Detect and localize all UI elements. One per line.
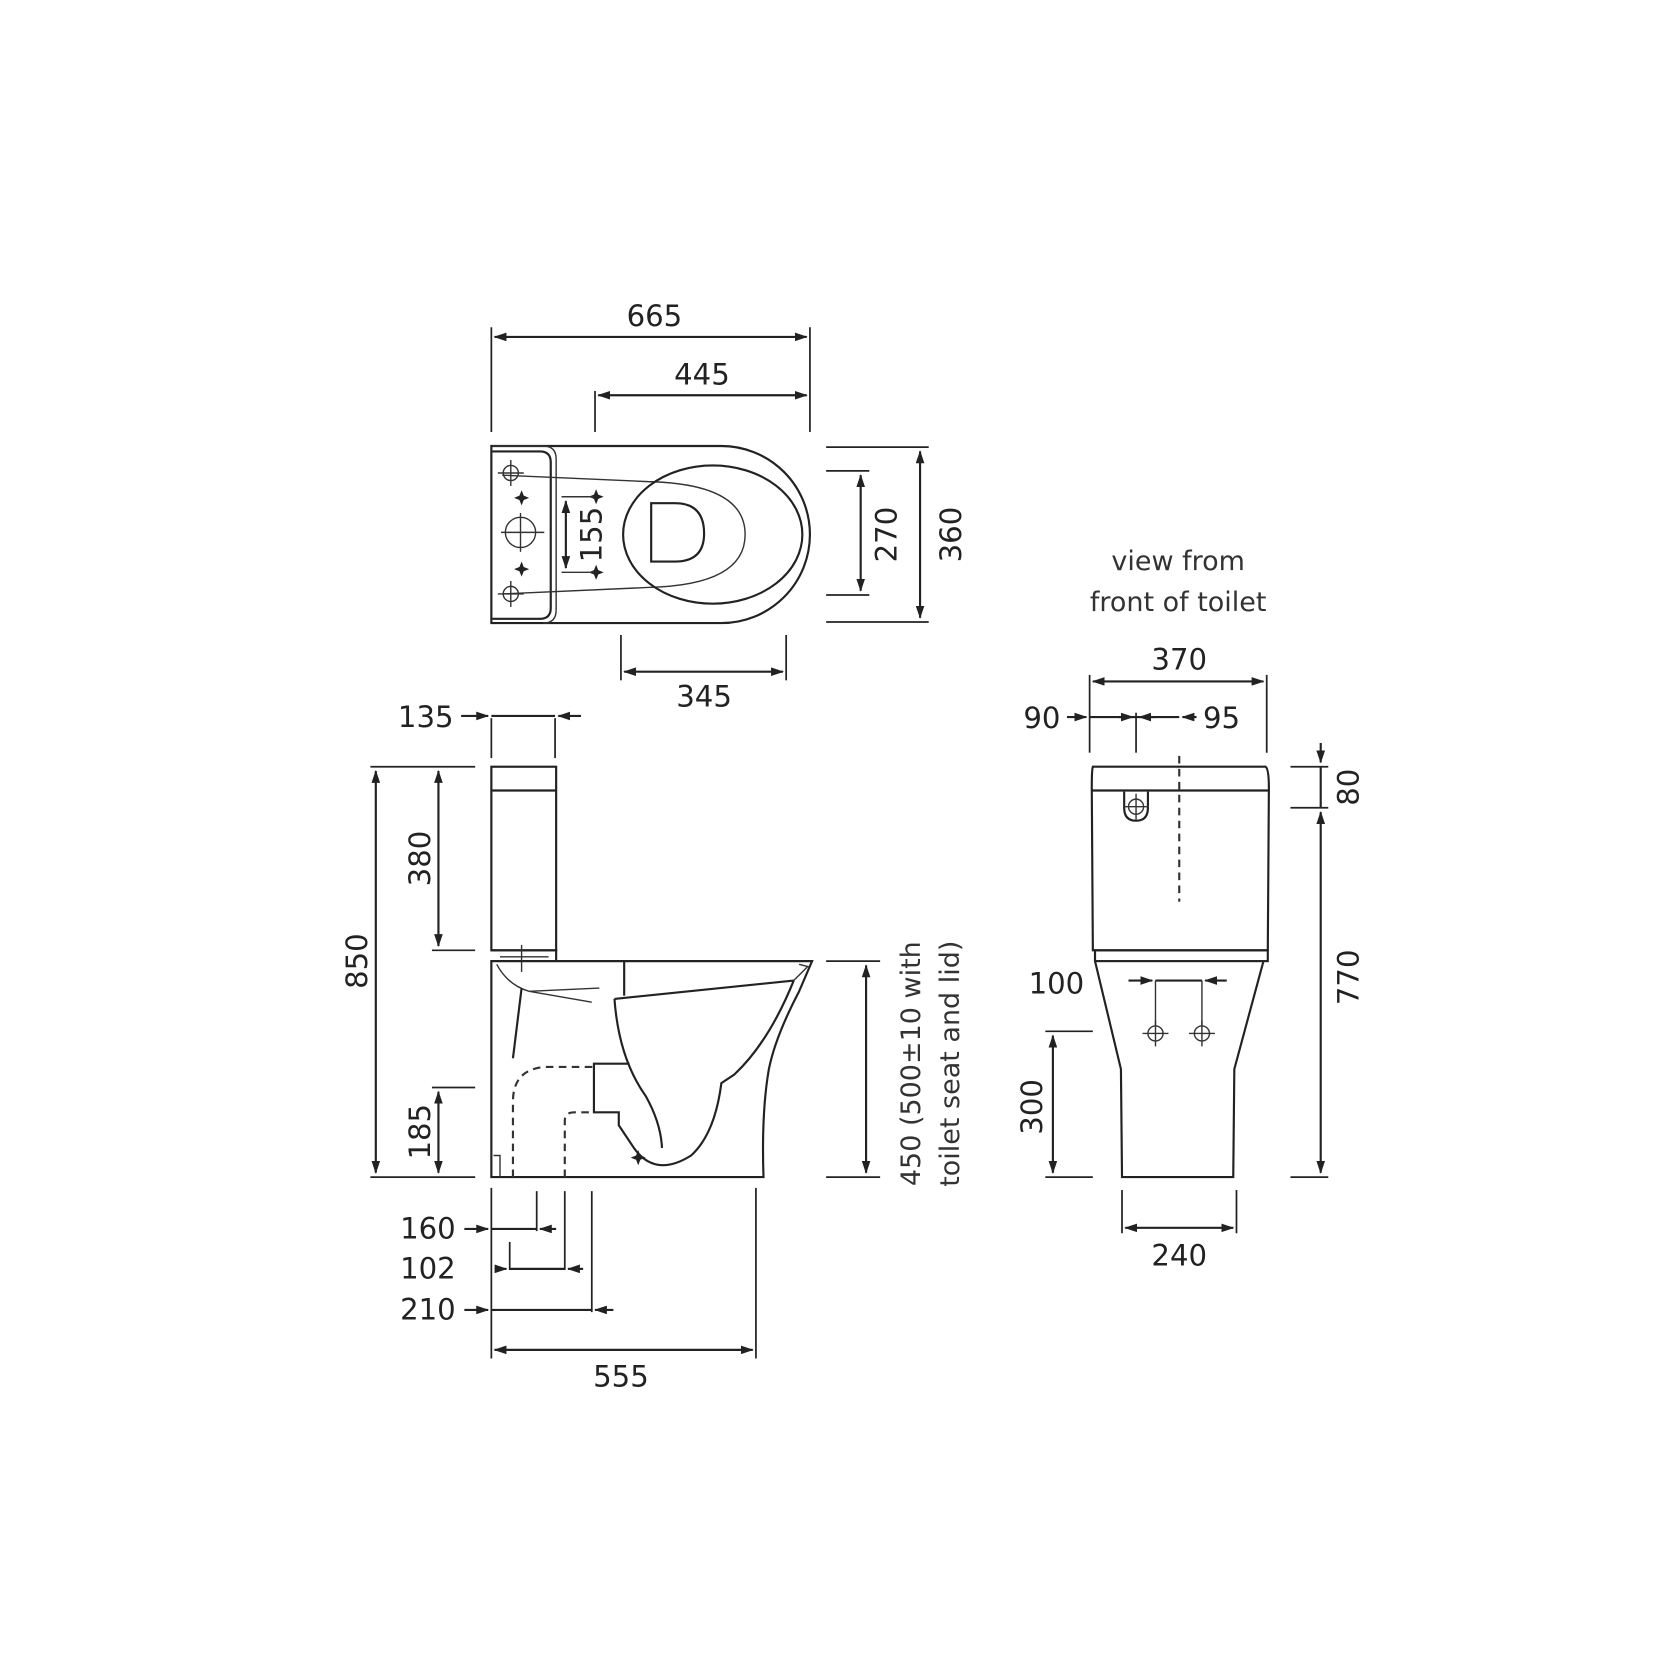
front-view: view from front of toilet 370 90 95 [1015, 546, 1365, 1272]
toilet-top-outline [490, 444, 812, 625]
top-view: 665 445 155 270 360 [490, 299, 968, 713]
cistern-side [490, 765, 558, 952]
dim-160-label: 160 [400, 1212, 456, 1246]
dim-850-label: 850 [340, 933, 374, 989]
dim-100-label: 100 [1029, 967, 1085, 1001]
cistern-front [1090, 765, 1270, 952]
front-view-title-line2: front of toilet [1090, 587, 1267, 618]
dim-80-label: 80 [1332, 769, 1366, 806]
dim-555-label: 555 [593, 1360, 649, 1394]
dim-90-label: 90 [1023, 701, 1060, 735]
side-view: 135 850 380 185 [340, 700, 966, 1394]
dim-450-label: 450 (500±10 with [896, 941, 927, 1186]
dim-155-label: 155 [575, 507, 609, 563]
pan-front-outline [1093, 960, 1265, 1179]
dim-210-label: 210 [400, 1293, 456, 1327]
dim-102-label: 102 [400, 1252, 456, 1286]
dim-185-label: 185 [403, 1104, 437, 1160]
dim-270-label: 270 [869, 507, 903, 563]
dim-95-label: 95 [1203, 701, 1240, 735]
pan-side-outline [490, 960, 814, 1179]
dim-445-label: 445 [674, 357, 730, 391]
dim-135-label: 135 [398, 700, 454, 734]
dim-770-label: 770 [1332, 949, 1366, 1005]
dim-380-label: 380 [403, 831, 437, 887]
dim-240-label: 240 [1151, 1239, 1207, 1273]
dim-300-label: 300 [1015, 1079, 1049, 1135]
front-view-title-line1: view from [1111, 546, 1245, 577]
dim-450-note: toilet seat and lid) [935, 941, 966, 1187]
dim-665-label: 665 [627, 299, 683, 333]
dim-360-label: 360 [934, 507, 968, 563]
seat-outline [622, 464, 804, 605]
flush-button [1123, 791, 1150, 822]
dim-345-label: 345 [676, 679, 732, 713]
dim-370-label: 370 [1151, 643, 1207, 677]
